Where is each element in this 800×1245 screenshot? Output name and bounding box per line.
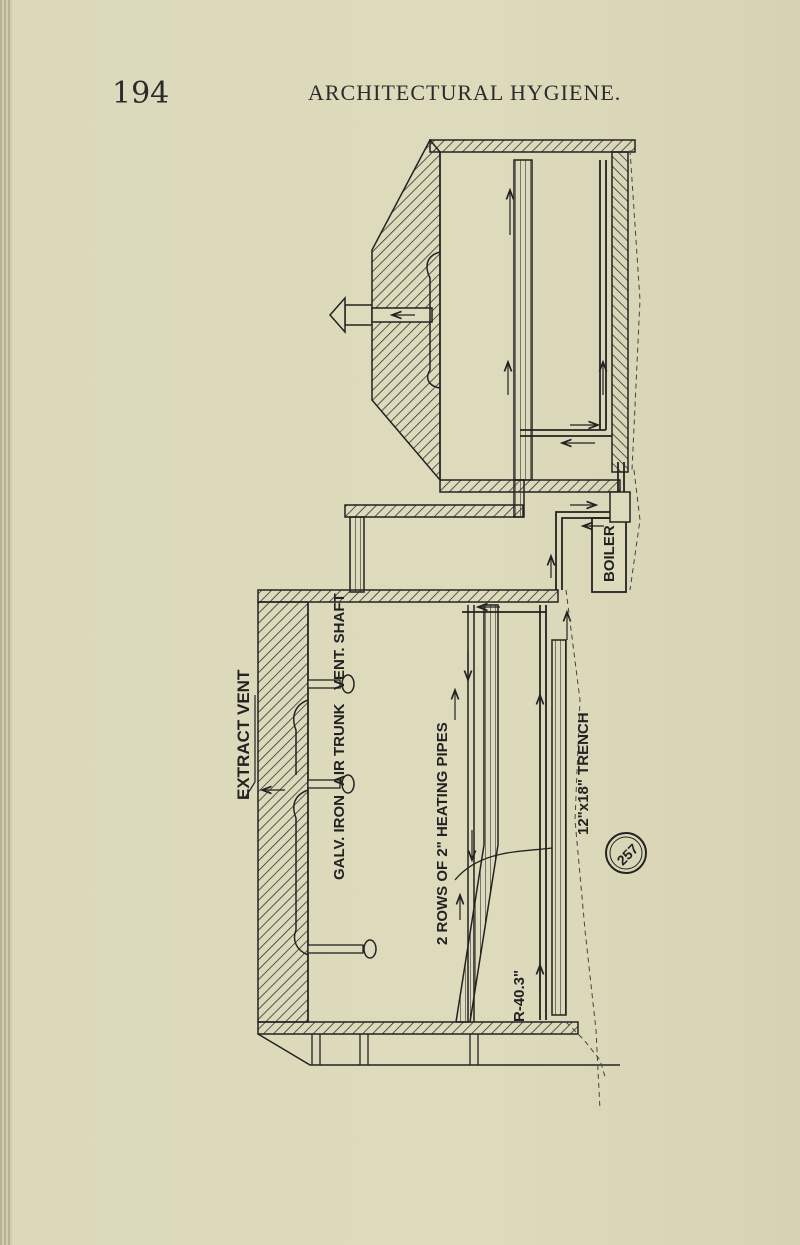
boiler-floor	[344, 462, 641, 593]
air-trunk-label: AIR TRUNK	[331, 703, 348, 786]
vent-shaft-label: VENT. SHAFT	[331, 593, 348, 690]
extract-vent-label: EXTRACT VENT	[234, 669, 253, 800]
radius-label: R-40.3"	[511, 970, 528, 1022]
boiler-label: BOILER	[601, 525, 618, 582]
upper-room	[328, 138, 641, 493]
book-binding-edge	[0, 0, 12, 1245]
trench-label: 12"x18" TRENCH	[575, 712, 592, 835]
boiler	[591, 517, 627, 593]
running-head: ARCHITECTURAL HYGIENE.	[308, 80, 622, 105]
figure-number-badge: 257	[605, 832, 647, 874]
page-number: 194	[112, 76, 170, 111]
heating-pipes-label: 2 ROWS OF 2" HEATING PIPES	[434, 722, 451, 945]
lower-room	[244, 589, 620, 1111]
galv-iron-label: GALV. IRON	[331, 795, 348, 880]
